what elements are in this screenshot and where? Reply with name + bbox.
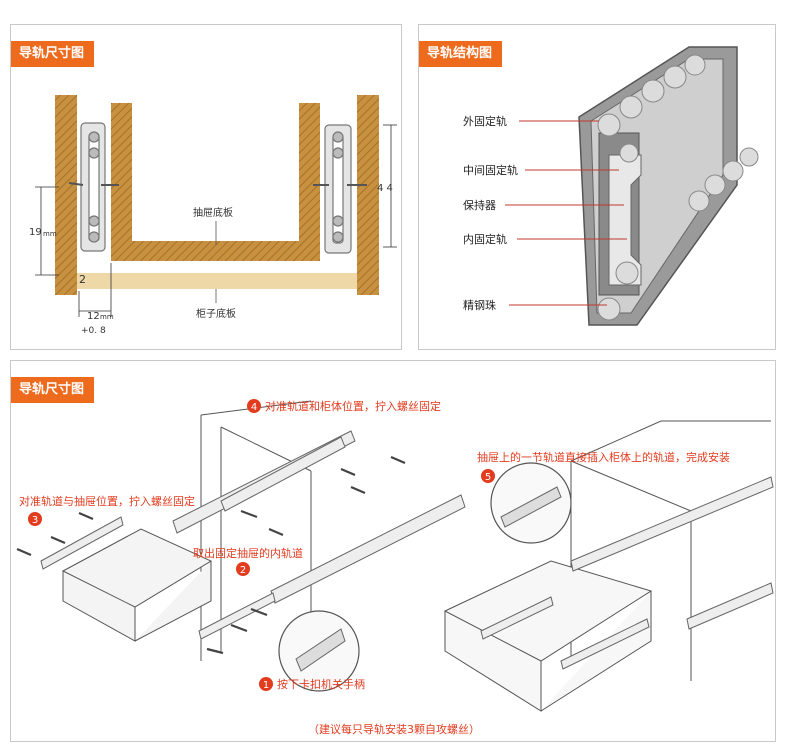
- label-middle-rail: 中间固定轨: [463, 163, 518, 177]
- dim-08: +0. 8: [81, 326, 106, 336]
- step-5-number: 5: [485, 472, 491, 483]
- steel-balls: [597, 54, 759, 321]
- dim-12-unit: mm: [100, 313, 114, 321]
- rails: [40, 430, 774, 670]
- dimension-drawing: 19 mm 4 4 2 12 mm +0. 8 抽屉底板 柜子底板: [29, 95, 397, 336]
- footer-note: （建议每只导轨安装3颗自攻螺丝）: [308, 722, 480, 736]
- step-1-number: 1: [263, 680, 269, 691]
- dim-12: 12: [87, 311, 100, 322]
- drawer-bottom-label: 抽屉底板: [193, 206, 233, 219]
- structure-panel-title: 导轨结构图: [419, 41, 503, 67]
- cabinet-wall-left: [55, 95, 77, 295]
- dim-19: 19: [29, 227, 42, 238]
- cabinet-bottom-board: [77, 273, 357, 289]
- dim-44: 4 4: [377, 183, 393, 194]
- step-2-text: 取出固定抽屉的内轨道: [193, 546, 303, 560]
- screws-left: [68, 182, 119, 186]
- label-retainer: 保持器: [463, 198, 496, 212]
- step-badges: 1 2 3 4 5: [28, 399, 495, 691]
- installation-panel: 导轨尺寸图: [10, 360, 776, 742]
- installation-panel-title: 导轨尺寸图: [11, 377, 95, 403]
- dimension-panel-title: 导轨尺寸图: [11, 41, 95, 67]
- structure-panel: 导轨结构图 外固定轨 中间固定轨 保持器 内固定轨 精钢珠: [418, 24, 776, 350]
- step-4-number: 4: [251, 402, 257, 413]
- structure-drawing: 外固定轨 中间固定轨 保持器 内固定轨 精钢珠: [463, 46, 759, 326]
- dim-2: 2: [79, 273, 86, 286]
- installation-drawing: 1 2 3 4 5 按下卡扣机关手柄 取出固定抽屉的内轨道 对准轨道与抽屉位置，…: [16, 399, 774, 736]
- step-1-text: 按下卡扣机关手柄: [277, 677, 365, 691]
- dim-19-unit: mm: [43, 230, 57, 238]
- step-3-text: 对准轨道与抽屉位置，拧入螺丝固定: [19, 494, 195, 508]
- rail-right: [324, 124, 352, 254]
- step-4-text: 对准轨道和柜体位置，拧入螺丝固定: [265, 399, 441, 413]
- drawer-left: [61, 528, 213, 642]
- cabinet-bottom-label: 柜子底板: [196, 307, 236, 320]
- label-inner-rail: 内固定轨: [463, 232, 507, 246]
- screws: [16, 455, 406, 655]
- step-5-text: 抽屉上的一节轨道直接插入柜体上的轨道，完成安装: [477, 450, 730, 464]
- cabinet-wall-right: [357, 95, 379, 295]
- step-2-number: 2: [240, 565, 246, 576]
- step-3-number: 3: [32, 515, 38, 526]
- rail-left: [80, 122, 106, 252]
- drawer-box: [111, 103, 320, 261]
- label-steel-ball: 精钢珠: [463, 298, 496, 312]
- dimension-panel: 导轨尺寸图: [10, 24, 402, 350]
- rail-cross-section: [578, 46, 738, 326]
- label-outer-rail: 外固定轨: [463, 114, 507, 128]
- drawer-right: [443, 560, 653, 712]
